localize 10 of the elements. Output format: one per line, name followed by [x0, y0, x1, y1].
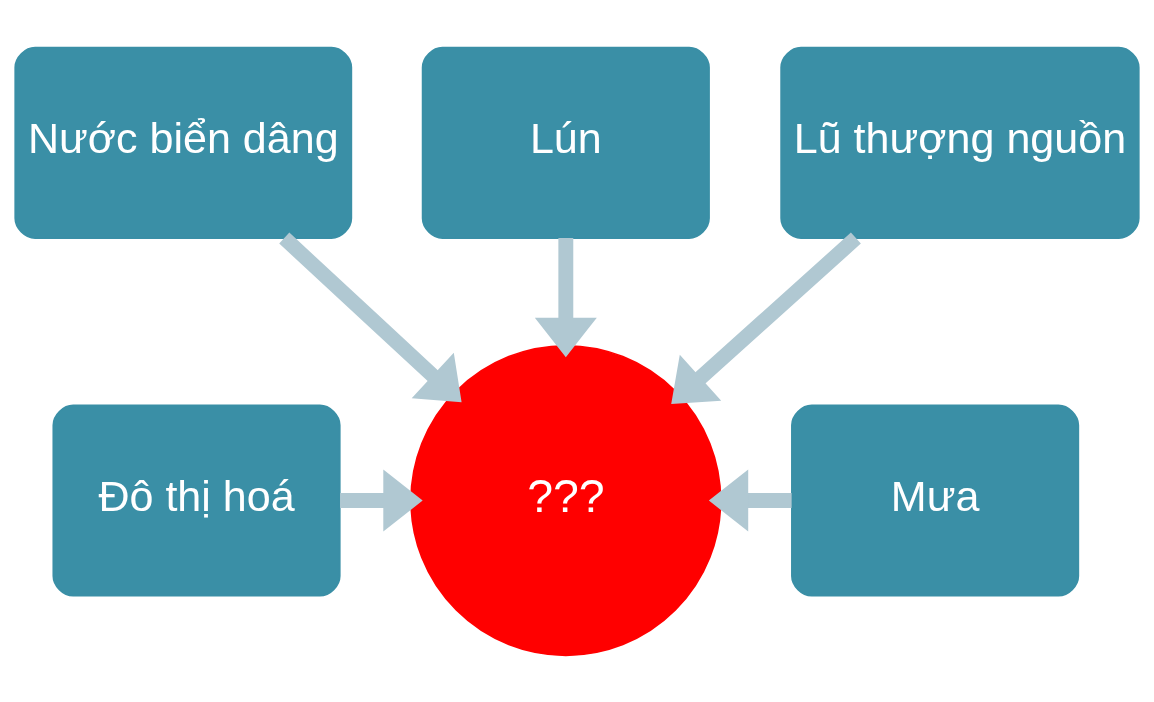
arrow [708, 469, 792, 532]
arrow [671, 232, 861, 404]
node-box: Lũ thượng nguồn [780, 46, 1140, 239]
arrow [534, 237, 597, 357]
arrow [340, 469, 423, 532]
node-box: Đô thị hoá [52, 404, 341, 597]
node-box: Nước biển dâng [14, 46, 353, 239]
node-box: Mưa [791, 404, 1080, 597]
arrow [279, 232, 462, 402]
node-box: Lún [421, 46, 710, 239]
